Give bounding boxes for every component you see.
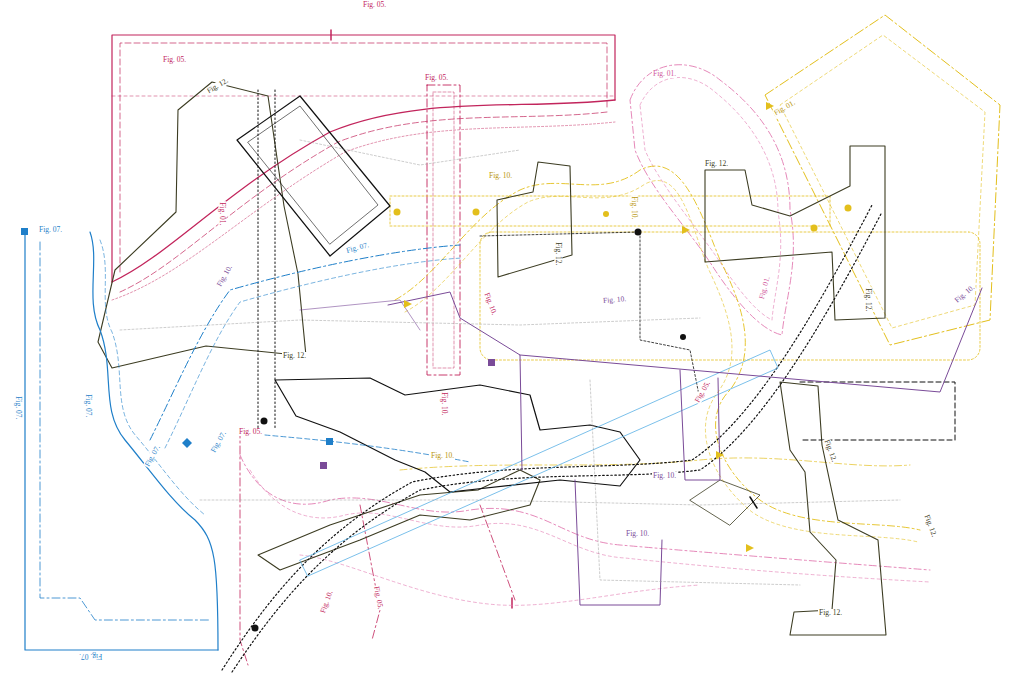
figure-label: Fig. 12. — [555, 241, 563, 266]
figure-label: Fig. 07. — [344, 241, 370, 255]
figure-label: Fig. 12. — [282, 352, 307, 360]
figure-label: Fig. 10. — [625, 530, 650, 538]
figure-label: Fig. 05. — [373, 585, 385, 611]
figure-label: Fig. 01. — [219, 201, 227, 226]
figure-label: Fig. 01. — [758, 275, 772, 301]
figure-label: Fig. 12. — [818, 609, 843, 617]
figure-label: Fig. 12. — [704, 160, 729, 168]
figure-label: Fig. 10. — [488, 172, 513, 180]
figure-label: Fig. 07. — [78, 652, 103, 660]
figure-label: Fig. 07. — [15, 395, 23, 420]
figure-label: Fig. 05. — [362, 1, 387, 9]
figure-label: Fig. 10. — [953, 283, 977, 305]
figure-label: Fig. 07. — [209, 429, 228, 455]
figure-label: Fig. 12. — [865, 287, 873, 312]
figure-label: Fig. 05. — [424, 74, 449, 82]
figure-label: Fig. 10. — [483, 291, 499, 317]
figure-label: Fig. 10. — [631, 195, 639, 220]
figure-label: Fig. 10. — [319, 589, 335, 615]
figure-label: Fig. 05. — [238, 428, 263, 436]
figure-label: Fig. 05. — [162, 56, 187, 64]
figure-label: Fig. 01. — [652, 70, 677, 78]
figure-label: Fig. 10. — [441, 391, 449, 416]
figure-label: Fig. 07. — [85, 393, 93, 418]
figure-label: Fig. 10. — [430, 452, 455, 460]
figure-label: Fig. 10. — [652, 472, 677, 480]
figure-label: Fig. 12. — [923, 513, 939, 539]
figure-label: Fig. 10. — [215, 263, 234, 289]
figure-label: Fig. 07. — [38, 226, 63, 234]
figure-label: Fig. 10. — [602, 295, 628, 305]
